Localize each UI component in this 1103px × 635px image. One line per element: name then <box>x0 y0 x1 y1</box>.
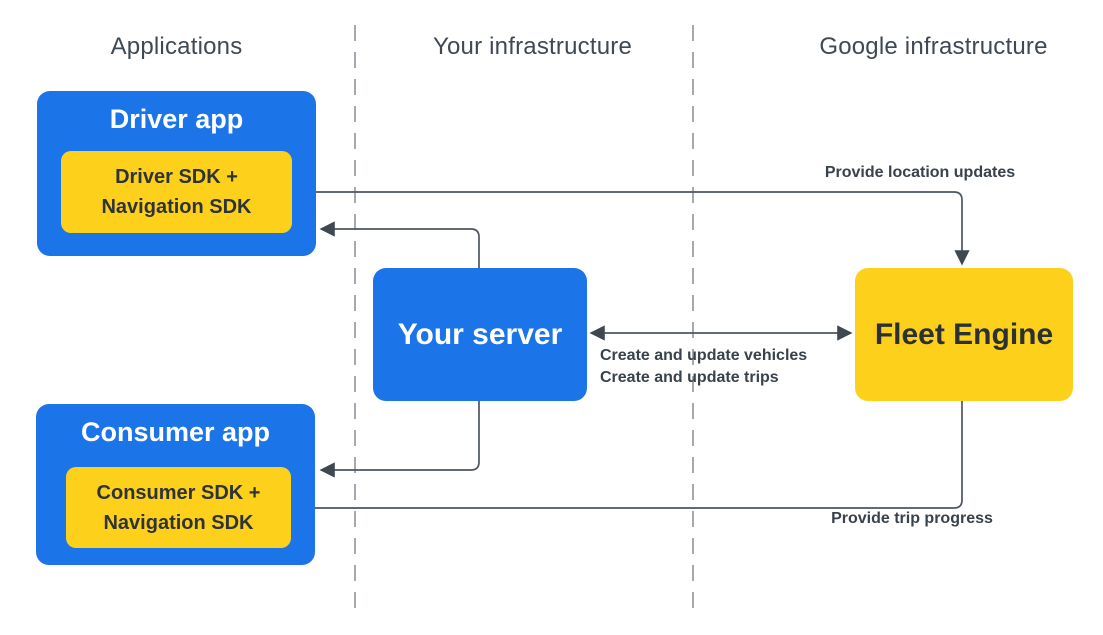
fleet-engine-box: Fleet Engine <box>855 268 1073 401</box>
consumer-app-title: Consumer app <box>80 417 271 447</box>
edge-label-create-update-vehicles: Create and update vehicles <box>600 347 808 364</box>
column-header-applications: Applications <box>110 33 243 60</box>
edge-label-provide-location-updates: Provide location updates <box>824 164 1016 181</box>
edge-server-to-consumer-app-arrow <box>319 401 480 478</box>
edge-server-to-driver-app-arrow <box>319 221 480 268</box>
column-header-your-infrastructure: Your infrastructure <box>432 33 632 60</box>
driver-sdk-box: Driver SDK + Navigation SDK <box>61 151 292 233</box>
edge-provide-trip-progress-arrow <box>294 401 963 516</box>
your-server-title: Your server <box>397 317 563 351</box>
your-server-box: Your server <box>373 268 587 401</box>
edge-label-provide-trip-progress: Provide trip progress <box>831 510 993 527</box>
driver-sdk-label-line2: Navigation SDK <box>101 196 252 218</box>
fleet-engine-title: Fleet Engine <box>874 317 1054 351</box>
driver-sdk-label-line1: Driver SDK + <box>115 166 238 188</box>
edge-label-create-update: Create and update vehicles Create and up… <box>600 345 860 389</box>
consumer-app-box: Consumer app Consumer SDK + Navigation S… <box>36 404 315 565</box>
driver-app-title: Driver app <box>109 104 244 134</box>
column-header-google-infrastructure: Google infrastructure <box>819 33 1048 60</box>
driver-app-box: Driver app Driver SDK + Navigation SDK <box>37 91 316 256</box>
consumer-sdk-label-line2: Navigation SDK <box>103 511 254 534</box>
edge-provide-location-updates-arrow <box>293 191 970 266</box>
edge-label-create-update-trips: Create and update trips <box>600 369 779 386</box>
consumer-sdk-label-line1: Consumer SDK + <box>96 481 261 504</box>
consumer-sdk-box: Consumer SDK + Navigation SDK <box>66 467 291 548</box>
